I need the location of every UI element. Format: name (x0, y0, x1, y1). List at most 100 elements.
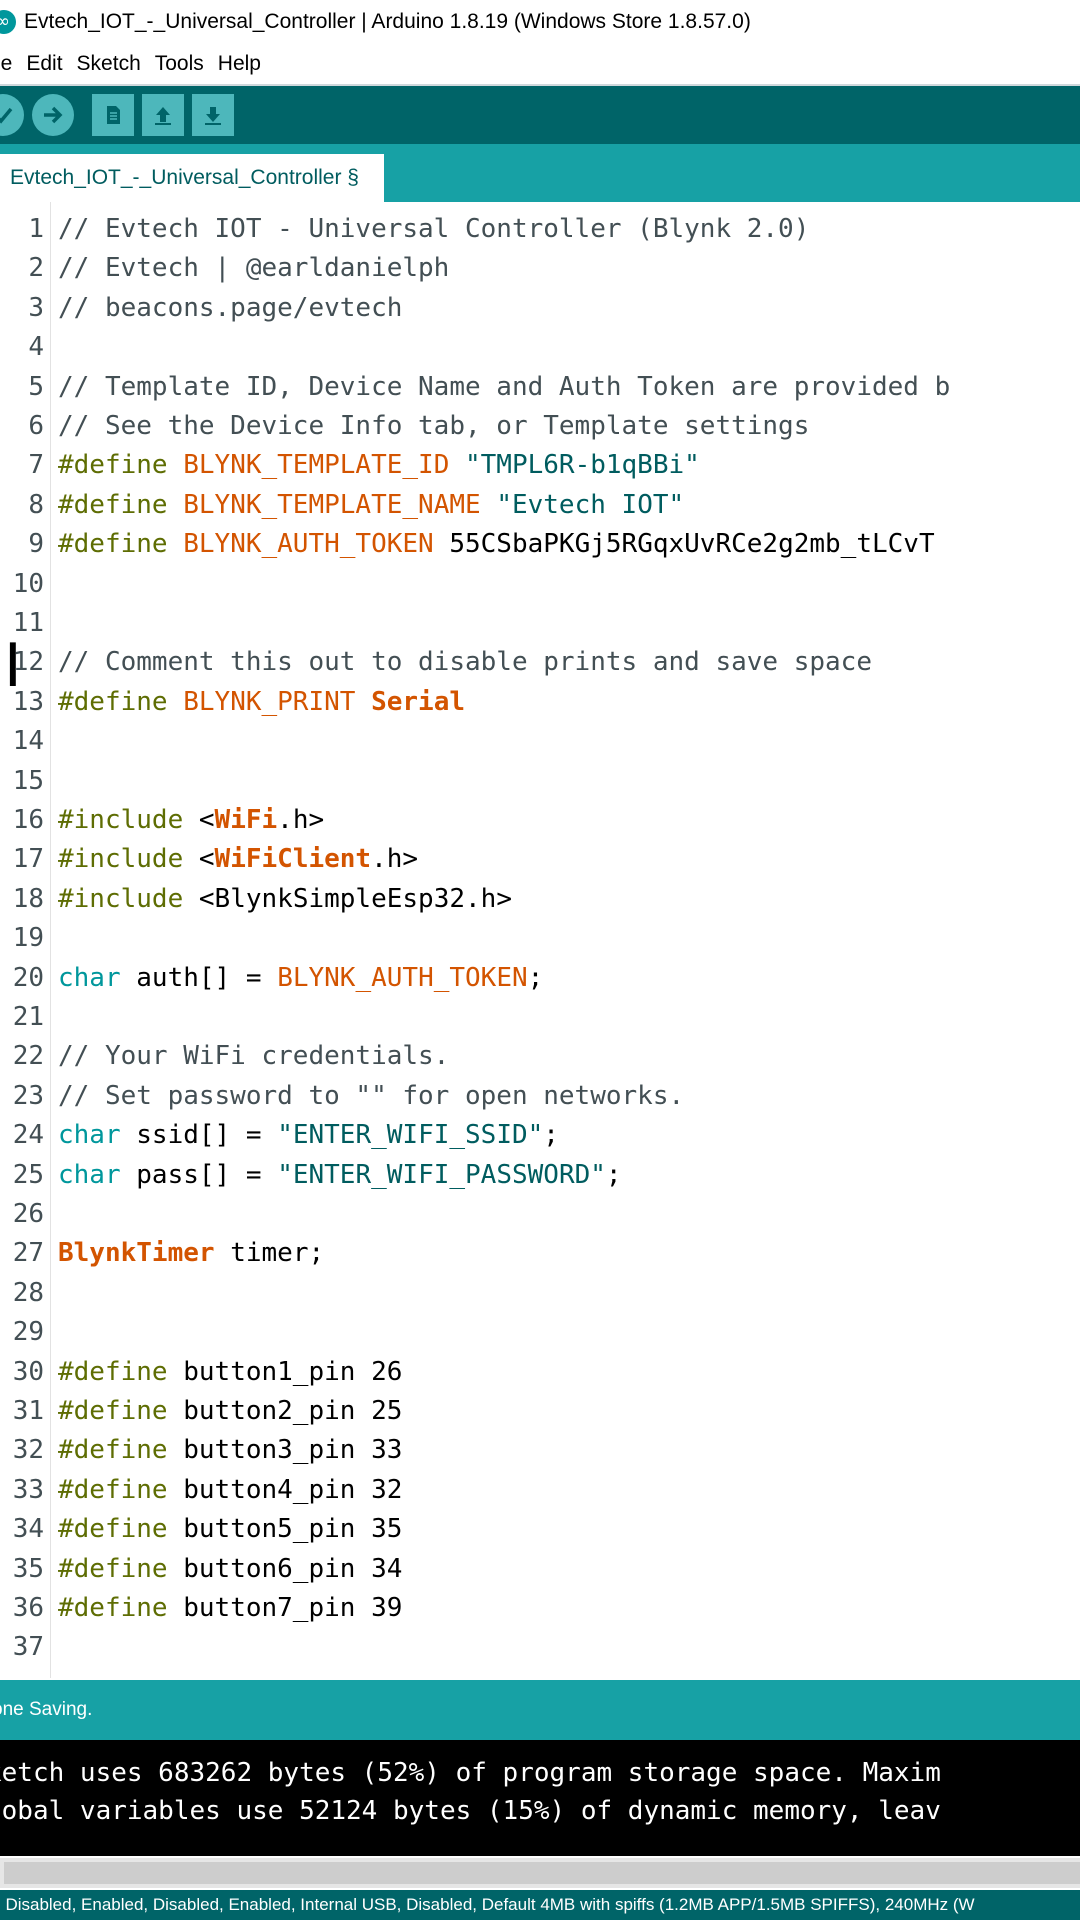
line-text: // Evtech IOT - Universal Controller (Bl… (58, 214, 810, 244)
line-text: #define button7_pin 39 (58, 1593, 403, 1623)
code-line[interactable]: 6// See the Device Info tab, or Template… (0, 407, 1080, 446)
code-line[interactable]: 31#define button2_pin 25 (0, 1392, 1080, 1431)
code-line[interactable]: 32 #define button3_pin 33 (0, 1431, 1080, 1470)
line-number: 4 (28, 332, 44, 363)
menu-sketch[interactable]: Sketch (76, 52, 141, 75)
code-line[interactable]: 2// Evtech | @earldanielph (0, 249, 1080, 288)
line-text: #include <WiFiClient.h> (58, 844, 419, 875)
code-line[interactable]: 22// Your WiFi credentials. (0, 1037, 1080, 1076)
code-line[interactable]: 11 (0, 604, 1080, 643)
menu-bar: le Edit Sketch Tools Help (0, 44, 1080, 86)
code-line[interactable]: 5 // Template ID, Device Name and Auth To… (0, 368, 1080, 407)
code-line[interactable]: 1 // Evtech IOT - Universal Controller (B… (0, 210, 1080, 249)
line-number: 25 (12, 1159, 44, 1190)
code-line[interactable]: 26 (0, 1195, 1080, 1234)
tab-bar: Evtech_IOT_-_Universal_Controller § (0, 144, 1080, 202)
line-number: 32 (12, 1435, 44, 1466)
line-text: char ssid[] = "ENTER_WIFI_SSID"; (58, 1120, 559, 1151)
line-number: 17 (12, 844, 44, 875)
console-line: ketch uses 683262 bytes (52%) of program… (0, 1758, 941, 1788)
code-line[interactable]: 13#define BLYNK_PRINT Serial (0, 683, 1080, 722)
toolbar (0, 86, 1080, 144)
line-text: #define button1_pin 26 (58, 1356, 403, 1387)
code-line[interactable]: 21 (0, 998, 1080, 1037)
code-line[interactable]: 17 #include <WiFiClient.h> (0, 840, 1080, 879)
line-number: 37 (12, 1632, 44, 1663)
code-line[interactable]: 4 (0, 328, 1080, 367)
line-text: // Your WiFi credentials. (58, 1041, 450, 1072)
code-line[interactable]: 29 (0, 1313, 1080, 1352)
text-cursor-icon: I (4, 631, 22, 701)
board-info-bar: , Disabled, Enabled, Disabled, Enabled, … (0, 1890, 1080, 1920)
line-number: 11 (12, 608, 44, 638)
new-button[interactable] (92, 94, 134, 136)
code-line[interactable]: 23// Set password to "" for open network… (0, 1077, 1080, 1116)
line-text: #define button3_pin 33 (58, 1435, 403, 1466)
line-text: #define BLYNK_PRINT Serial (58, 686, 465, 717)
line-number: 14 (12, 726, 44, 757)
new-icon (107, 106, 120, 124)
line-number: 3 (28, 292, 44, 323)
code-line[interactable]: 12// Comment this out to disable prints … (0, 643, 1080, 682)
line-number: 23 (12, 1080, 44, 1111)
save-icon (205, 107, 221, 125)
line-text: // Template ID, Device Name and Auth Tok… (58, 371, 951, 402)
code-line[interactable]: 9 #define BLYNK_AUTH_TOKEN 55CSbaPKGj5RGq… (0, 525, 1080, 564)
upload-button[interactable] (32, 94, 74, 136)
code-line[interactable]: 19 (0, 919, 1080, 958)
menu-help[interactable]: Help (217, 52, 261, 75)
line-number: 33 (12, 1474, 44, 1505)
verify-button[interactable] (0, 94, 24, 136)
line-text: #include <WiFi.h> (58, 805, 325, 835)
code-line[interactable]: 3// beacons.page/evtech (0, 289, 1080, 328)
tab-sketch[interactable]: Evtech_IOT_-_Universal_Controller § (0, 154, 384, 202)
line-text: #define button4_pin 32 (58, 1474, 403, 1505)
code-line[interactable]: 14 (0, 722, 1080, 761)
window-title: Evtech_IOT_-_Universal_Controller | Ardu… (24, 10, 751, 33)
code-line[interactable]: 37 (0, 1628, 1080, 1667)
status-message: one Saving. (0, 1699, 93, 1720)
board-info-text: , Disabled, Enabled, Disabled, Enabled, … (0, 1895, 975, 1914)
line-number: 9 (28, 529, 44, 560)
line-number: 2 (28, 253, 44, 284)
scrollbar-thumb[interactable] (4, 1862, 1080, 1884)
code-line[interactable]: 18#include <BlynkSimpleEsp32.h> (0, 880, 1080, 919)
menu-edit[interactable]: Edit (26, 52, 63, 75)
menu-tools[interactable]: Tools (154, 52, 204, 75)
code-line[interactable]: 8#define BLYNK_TEMPLATE_NAME "Evtech IOT… (0, 486, 1080, 525)
code-line[interactable]: 15 (0, 762, 1080, 801)
code-line[interactable]: 7#define BLYNK_TEMPLATE_ID "TMPL6R-b1qBB… (0, 446, 1080, 485)
save-button[interactable] (192, 94, 234, 136)
menu-file[interactable]: le (0, 52, 13, 75)
code-line[interactable]: 30 #define button1_pin 26 (0, 1353, 1080, 1392)
line-number: 31 (12, 1396, 44, 1426)
line-number: 35 (12, 1553, 44, 1584)
line-number: 30 (12, 1356, 44, 1387)
code-line[interactable]: 36#define button7_pin 39 (0, 1589, 1080, 1628)
line-number: 34 (12, 1514, 44, 1545)
line-text: #include <BlynkSimpleEsp32.h> (58, 883, 512, 914)
line-number: 8 (28, 489, 44, 520)
code-line[interactable]: 35 #define button6_pin 34 (0, 1550, 1080, 1589)
line-number: 10 (12, 568, 44, 599)
line-number: 5 (28, 371, 44, 402)
open-button[interactable] (142, 94, 184, 136)
line-text: // See the Device Info tab, or Template … (58, 411, 810, 441)
code-editor[interactable]: 1 // Evtech IOT - Universal Controller (B… (0, 202, 1080, 1678)
code-line[interactable]: 34#define button5_pin 35 (0, 1510, 1080, 1549)
code-line[interactable]: 33 #define button4_pin 32 (0, 1471, 1080, 1510)
horizontal-scrollbar[interactable] (0, 1858, 1080, 1888)
line-text: #define button6_pin 34 (58, 1553, 403, 1584)
code-line[interactable]: 16#include <WiFi.h> (0, 801, 1080, 840)
code-line[interactable]: 10 (0, 565, 1080, 604)
line-text: #define BLYNK_AUTH_TOKEN 55CSbaPKGj5RGqx… (58, 529, 935, 560)
line-number: 1 (28, 214, 44, 244)
line-number: 21 (12, 1002, 44, 1032)
output-console[interactable]: ketch uses 683262 bytes (52%) of program… (0, 1740, 1080, 1856)
code-line[interactable]: 25 char pass[] = "ENTER_WIFI_PASSWORD"; (0, 1156, 1080, 1195)
code-line[interactable]: 28 (0, 1274, 1080, 1313)
line-text: char pass[] = "ENTER_WIFI_PASSWORD"; (58, 1159, 622, 1190)
